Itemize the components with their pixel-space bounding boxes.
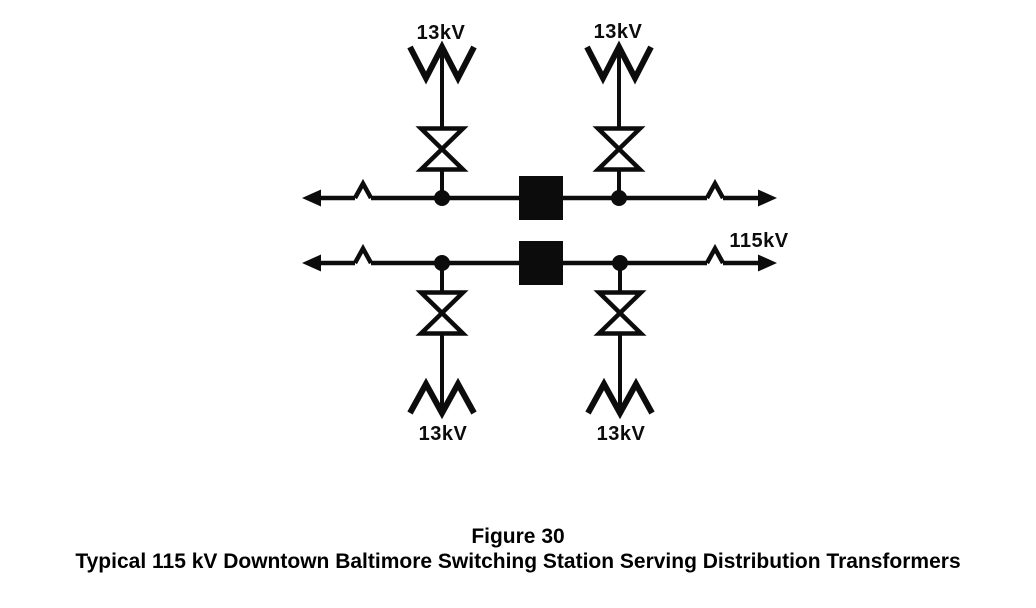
figure-number: Figure 30 [471,525,565,548]
circuit-breaker-bottom [519,241,563,285]
switch-triangle [593,309,647,336]
disconnect-switch-top-left [415,126,469,172]
feeder-label-top-left: 13kV [417,22,466,44]
switch-triangle [415,290,469,317]
bus-bottom-arrow-right-icon [758,254,777,272]
feeder-label-top-right: 13kV [594,21,643,43]
figure-title: Typical 115 kV Downtown Baltimore Switch… [75,550,961,573]
feeder-top-right: 13kV [584,21,654,198]
bus-bottom-line-break-right-icon [705,243,725,265]
bus-voltage-label: 115kV [729,230,788,252]
feeder-arrowhead-icon [585,377,655,420]
figure-caption: Figure 30 Typical 115 kV Downtown Baltim… [0,524,1036,574]
one-line-diagram: 115kV 13kV 13kV [302,21,788,445]
switch-triangle [592,145,646,172]
switch-triangle [592,126,646,153]
disconnect-switch-bottom-left [415,290,469,336]
switch-triangle [593,290,647,317]
bus-top [302,176,777,220]
feeder-arrowhead-icon [407,377,477,420]
disconnect-switch-bottom-right [593,290,647,336]
feeder-bottom-left: 13kV [407,263,477,445]
switch-triangle [415,126,469,153]
bus-bottom: 115kV [302,230,788,285]
bus-bottom-line-break-left-icon [353,243,373,265]
feeder-label-bottom-left: 13kV [419,423,468,445]
bus-bottom-arrow-left-icon [302,254,321,272]
switch-triangle [415,145,469,172]
feeder-bottom-right: 13kV [585,263,655,445]
bus-top-arrow-left-icon [302,189,321,207]
bus-top-arrow-right-icon [758,189,777,207]
bus-top-line-break-left-icon [353,178,373,200]
circuit-breaker-top [519,176,563,220]
switch-triangle [415,309,469,336]
feeder-top-left: 13kV [407,22,477,198]
bus-top-line-break-right-icon [705,178,725,200]
disconnect-switch-top-right [592,126,646,172]
feeder-label-bottom-right: 13kV [597,423,646,445]
